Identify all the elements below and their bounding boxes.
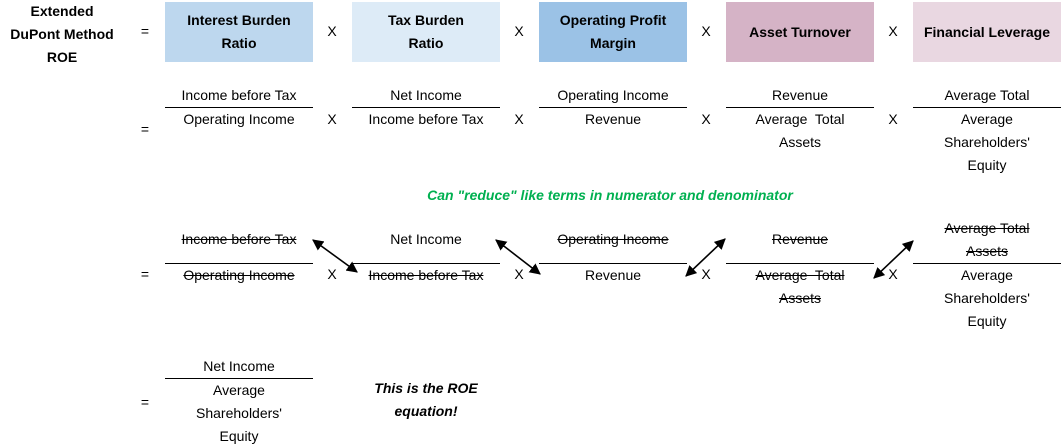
multiply-sign: X	[701, 111, 711, 127]
title-line-3: ROE	[46, 49, 78, 65]
fraction-asset-turnover-reduced: Revenue Average Total Assets	[726, 228, 874, 310]
arrow-cancel-income-before-tax	[312, 239, 358, 273]
denominator-cancelled-line-1: Average Total	[755, 267, 845, 283]
denominator-line-2: Assets	[778, 134, 821, 150]
numerator: Net Income	[390, 87, 462, 103]
fraction-financial-leverage: Average Total Average Shareholders' Equi…	[913, 84, 1061, 177]
numerator-cancelled-line-1: Average Total	[944, 220, 1030, 236]
denominator-cancelled-line-2: Assets	[778, 290, 821, 306]
denominator-line-1: Average Total	[755, 111, 845, 127]
roe-equation-note: This is the ROE equation!	[352, 377, 500, 423]
fraction-bar	[352, 263, 500, 264]
multiply-sign: X	[888, 111, 898, 127]
numerator-cancelled: Operating Income	[557, 231, 669, 247]
denominator-line-2: Shareholders'	[196, 405, 282, 421]
page-title: Extended DuPont Method ROE	[0, 0, 124, 69]
fraction-bar	[165, 107, 313, 108]
header-label-line-1: Interest Burden	[187, 12, 291, 28]
denominator-line-3: Equity	[967, 313, 1007, 329]
fraction-bar	[726, 263, 874, 264]
multiply-sign: X	[327, 266, 337, 282]
equals-sign-row-1: =	[140, 121, 150, 137]
fraction-operating-profit-margin: Operating Income Revenue	[539, 84, 687, 131]
arrow-cancel-operating-income	[495, 239, 541, 275]
fraction-financial-leverage-reduced: Average Total Assets Average Shareholder…	[913, 217, 1061, 333]
denominator-line-2: Shareholders'	[944, 134, 1030, 150]
numerator-cancelled: Income before Tax	[181, 231, 297, 247]
denominator: Operating Income	[183, 111, 295, 127]
roe-note-line-2: equation!	[394, 403, 458, 419]
equals-sign-header: =	[140, 23, 150, 39]
header-label-line-1: Financial Leverage	[923, 23, 1051, 40]
multiply-sign: X	[514, 111, 524, 127]
fraction-bar	[165, 263, 313, 264]
equals-sign-result: =	[140, 394, 150, 410]
numerator: Income before Tax	[181, 87, 297, 103]
header-label-line-1: Asset Turnover	[749, 23, 851, 40]
fraction-interest-burden-reduced: Income before Tax Operating Income	[165, 228, 313, 287]
title-line-1: Extended	[30, 3, 94, 19]
numerator: Net Income	[390, 231, 462, 247]
fraction-bar	[913, 263, 1061, 264]
denominator-cancelled: Income before Tax	[368, 267, 484, 283]
multiply-sign: X	[514, 23, 524, 39]
fraction-bar	[539, 107, 687, 108]
arrow-cancel-average-total-assets	[873, 240, 914, 279]
roe-note-line-1: This is the ROE	[374, 380, 478, 396]
numerator: Average Total	[944, 87, 1030, 103]
denominator-line-1: Average	[213, 382, 265, 398]
fraction-roe-result: Net Income Average Shareholders' Equity	[165, 355, 313, 448]
header-label-line-2: Ratio	[408, 35, 444, 51]
reduce-terms-note: Can "reduce" like terms in numerator and…	[427, 187, 793, 203]
denominator-cancelled: Operating Income	[183, 267, 295, 283]
denominator-line-1: Average	[961, 267, 1013, 283]
numerator: Revenue	[771, 87, 829, 103]
denominator-line-3: Equity	[967, 157, 1007, 173]
equals-sign-row-2: =	[140, 266, 150, 282]
title-line-2: DuPont Method	[10, 26, 114, 42]
fraction-bar	[726, 107, 874, 108]
denominator: Revenue	[584, 267, 642, 283]
header-label-line-2: Margin	[590, 35, 636, 51]
multiply-sign: X	[888, 23, 898, 39]
denominator-line-2: Shareholders'	[944, 290, 1030, 306]
fraction-bar	[165, 378, 313, 379]
denominator-line-3: Equity	[219, 428, 259, 444]
header-label-line-2: Ratio	[221, 35, 257, 51]
denominator: Revenue	[584, 111, 642, 127]
fraction-tax-burden: Net Income Income before Tax	[352, 84, 500, 131]
numerator: Net Income	[203, 358, 275, 374]
fraction-asset-turnover: Revenue Average Total Assets	[726, 84, 874, 154]
arrow-cancel-revenue	[685, 238, 726, 277]
fraction-bar	[913, 107, 1061, 108]
denominator: Income before Tax	[368, 111, 484, 127]
multiply-sign: X	[327, 23, 337, 39]
header-label-line-1: Tax Burden	[388, 12, 464, 28]
multiply-sign: X	[327, 111, 337, 127]
header-label-line-1: Operating Profit	[559, 12, 667, 28]
fraction-tax-burden-reduced: Net Income Income before Tax	[352, 228, 500, 287]
header-asset-turnover: Asset Turnover	[726, 2, 874, 62]
fraction-bar	[539, 263, 687, 264]
multiply-sign: X	[701, 23, 711, 39]
fraction-interest-burden: Income before Tax Operating Income	[165, 84, 313, 131]
header-financial-leverage: Financial Leverage	[913, 2, 1061, 62]
fraction-operating-profit-margin-reduced: Operating Income Revenue	[539, 228, 687, 287]
numerator: Operating Income	[557, 87, 669, 103]
numerator-cancelled-line-2: Assets	[965, 243, 1008, 259]
numerator-cancelled: Revenue	[771, 231, 829, 247]
fraction-bar	[352, 107, 500, 108]
denominator-line-1: Average	[961, 111, 1013, 127]
